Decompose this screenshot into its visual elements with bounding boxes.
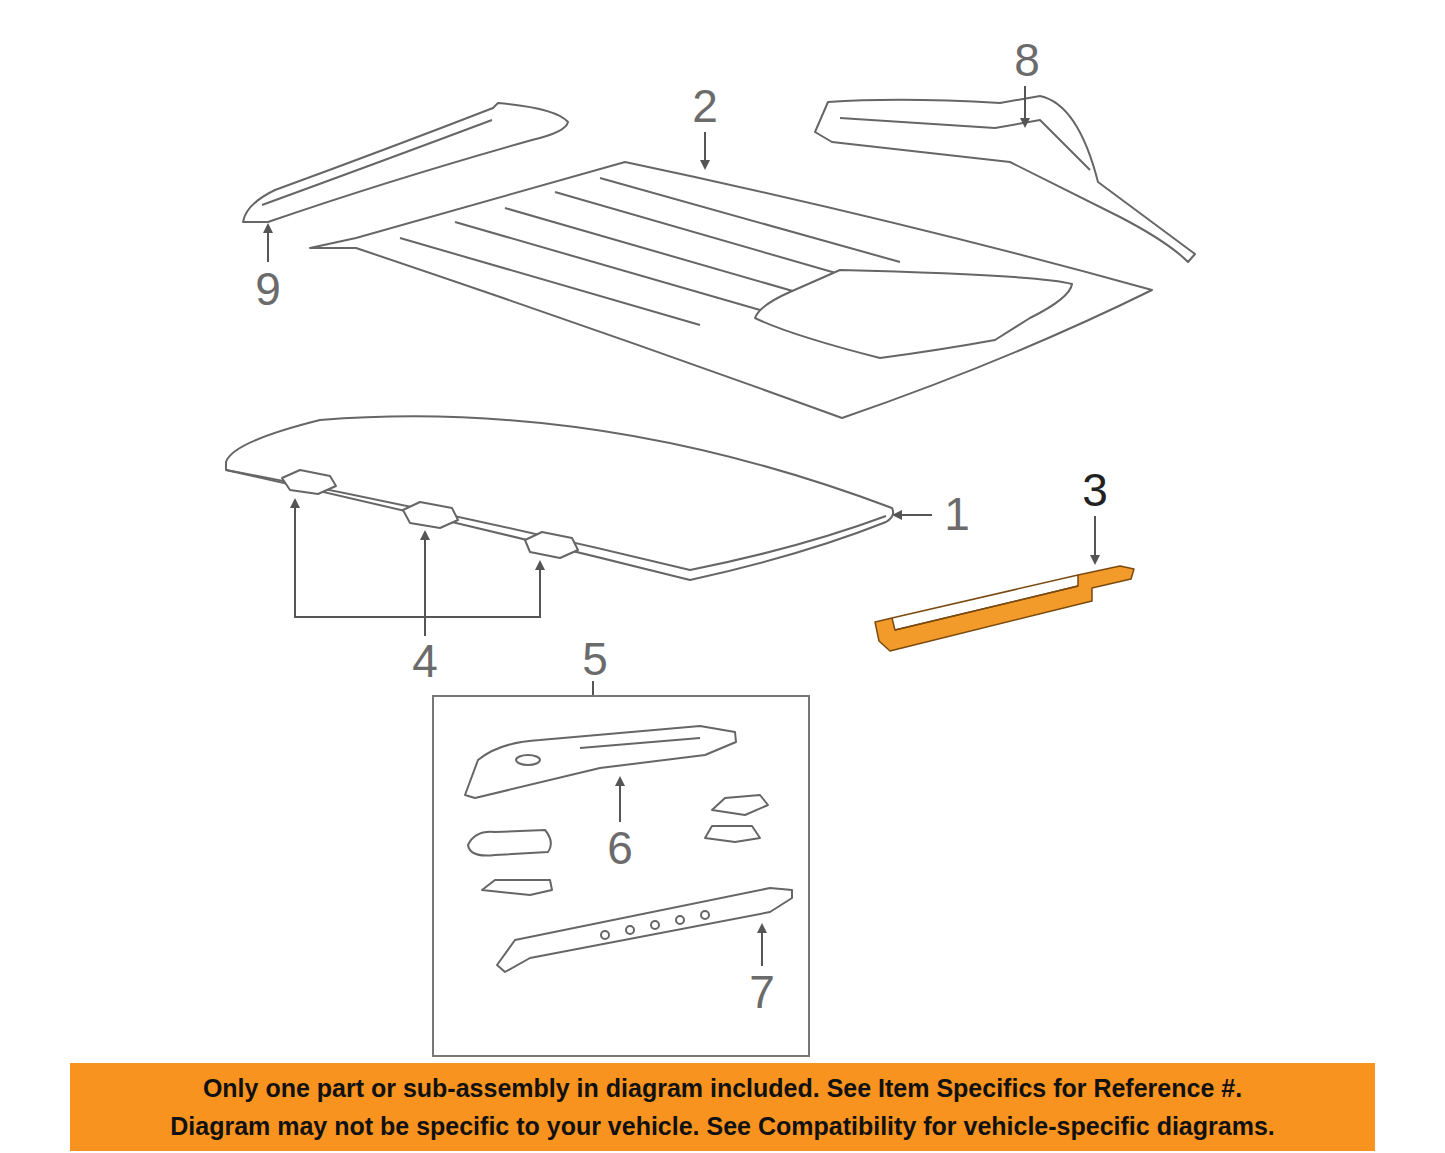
callout-number: 8 xyxy=(1014,37,1040,83)
notice-text: Only one part or sub-assembly in diagram… xyxy=(203,1069,1242,1107)
callout-number: 6 xyxy=(607,825,633,871)
callout-number: 2 xyxy=(692,83,718,129)
callout-number: 5 xyxy=(582,636,608,682)
callout-number: 9 xyxy=(255,266,281,312)
callout-number: 7 xyxy=(749,969,775,1015)
notice-text: Diagram may not be specific to your vehi… xyxy=(170,1107,1275,1145)
callout-number: 4 xyxy=(412,638,438,684)
callout-number: 1 xyxy=(944,491,970,537)
notice-banner: Only one part or sub-assembly in diagram… xyxy=(70,1063,1375,1151)
callout-number: 3 xyxy=(1082,467,1108,513)
